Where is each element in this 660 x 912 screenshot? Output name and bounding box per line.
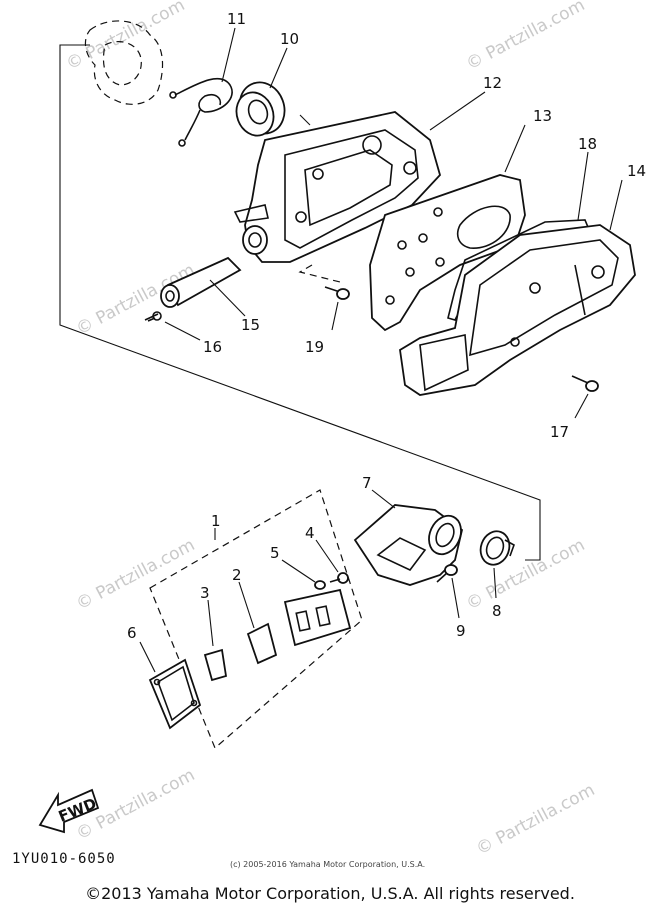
part-11-clip bbox=[169, 27, 236, 147]
label-9: 9 bbox=[456, 622, 466, 640]
part-6-gasket bbox=[139, 641, 202, 730]
label-15: 15 bbox=[241, 316, 260, 334]
label-3: 3 bbox=[200, 584, 210, 602]
engine-silhouette bbox=[84, 20, 164, 105]
diagram-code: 1YU010-6050 bbox=[12, 851, 116, 867]
part-8-clamp bbox=[479, 530, 515, 599]
watermark: © Partzilla.com bbox=[473, 780, 598, 859]
label-18: 18 bbox=[578, 135, 597, 153]
dashed-leaders bbox=[298, 264, 341, 283]
label-17: 17 bbox=[550, 423, 569, 441]
part-labels: 11 10 12 13 18 14 15 16 19 17 7 1 4 5 2 … bbox=[127, 10, 646, 642]
label-11: 11 bbox=[227, 10, 246, 28]
part-7-joint bbox=[353, 489, 464, 586]
label-5: 5 bbox=[270, 544, 280, 562]
label-19: 19 bbox=[305, 338, 324, 356]
label-7: 7 bbox=[362, 474, 372, 492]
part-16-screw bbox=[144, 311, 201, 341]
part-15-tube bbox=[160, 256, 246, 317]
watermark: © Partzilla.com bbox=[63, 0, 188, 74]
label-13: 13 bbox=[533, 107, 552, 125]
part-10-ring bbox=[235, 47, 288, 137]
part-14-cover bbox=[399, 179, 636, 396]
label-10: 10 bbox=[280, 30, 299, 48]
part-13-filter-element bbox=[369, 124, 526, 332]
part-3-stopper bbox=[203, 599, 228, 682]
small-copyright: (c) 2005-2016 Yamaha Motor Corporation, … bbox=[230, 860, 426, 869]
reed-valve-box bbox=[149, 489, 363, 750]
label-16: 16 bbox=[203, 338, 222, 356]
label-6: 6 bbox=[127, 624, 137, 642]
watermark: © Partzilla.com bbox=[73, 535, 198, 614]
part-9-bolt bbox=[436, 564, 460, 619]
label-8: 8 bbox=[492, 602, 502, 620]
reed-valve-body bbox=[283, 588, 352, 647]
label-14: 14 bbox=[627, 162, 646, 180]
label-1: 1 bbox=[211, 512, 221, 530]
part-5-washer bbox=[281, 559, 326, 590]
watermark: © Partzilla.com bbox=[463, 0, 588, 74]
part-19-bolt bbox=[324, 286, 350, 331]
label-4: 4 bbox=[305, 524, 315, 542]
copyright-notice: ©2013 Yamaha Motor Corporation, U.S.A. A… bbox=[85, 884, 575, 903]
part-17-screw bbox=[571, 375, 599, 419]
part-2-reed bbox=[238, 581, 278, 665]
part-4-screw bbox=[315, 539, 349, 584]
label-12: 12 bbox=[483, 74, 502, 92]
label-2: 2 bbox=[232, 566, 242, 584]
part-12-air-case bbox=[233, 91, 486, 263]
assembly-outline bbox=[59, 44, 541, 561]
